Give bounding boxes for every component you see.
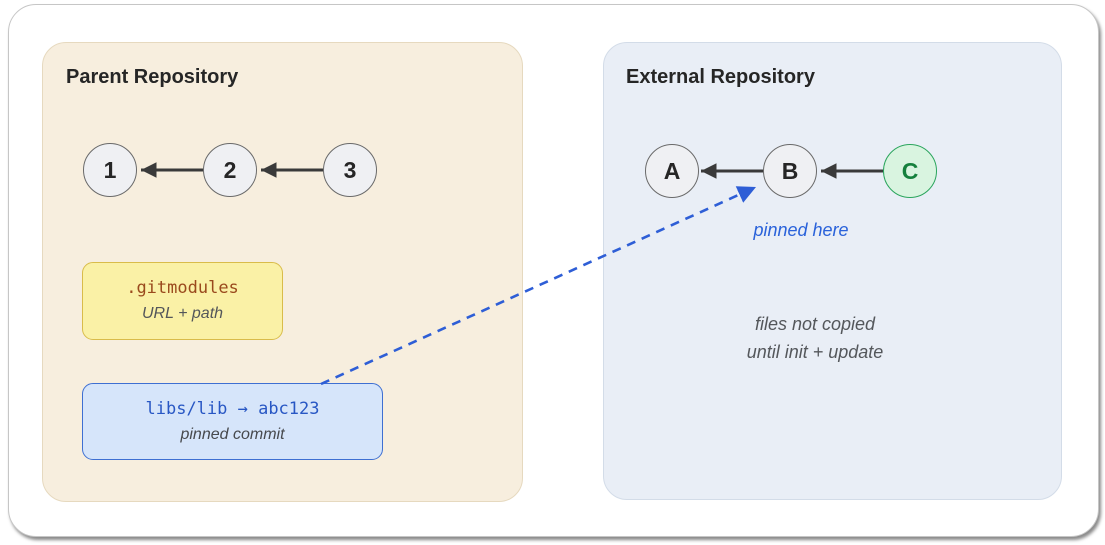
commit-node-b: B — [763, 144, 817, 198]
commit-node-a: A — [645, 144, 699, 198]
commit-node-2: 2 — [203, 143, 257, 197]
commit-label: C — [901, 157, 919, 184]
gitmodules-caption: URL + path — [141, 305, 224, 322]
parent-repository-title: Parent Repository — [66, 66, 239, 88]
pinned-commit-box: libs/lib → abc123 pinned commit — [82, 383, 383, 460]
external-repository-panel — [603, 42, 1062, 500]
pinned-here-label: pinned here — [753, 220, 849, 240]
commit-node-3: 3 — [323, 143, 377, 197]
note-line-1: files not copied — [754, 314, 876, 334]
commit-label: A — [663, 157, 681, 184]
files-not-copied-note: files not copied until init + update — [665, 310, 965, 366]
commit-label: B — [781, 157, 799, 184]
commit-label: 3 — [343, 156, 357, 183]
pinned-commit-mapping: libs/lib → abc123 — [145, 398, 320, 419]
external-repository-title: External Repository — [626, 66, 815, 88]
commit-node-1: 1 — [83, 143, 137, 197]
gitmodules-box: .gitmodules URL + path — [82, 262, 283, 340]
note-line-2: until init + update — [746, 342, 884, 362]
commit-label: 1 — [103, 156, 117, 183]
gitmodules-filename: .gitmodules — [126, 278, 239, 298]
commit-label: 2 — [223, 156, 237, 183]
pinned-commit-caption: pinned commit — [180, 425, 285, 443]
commit-node-c-highlighted: C — [883, 144, 937, 198]
